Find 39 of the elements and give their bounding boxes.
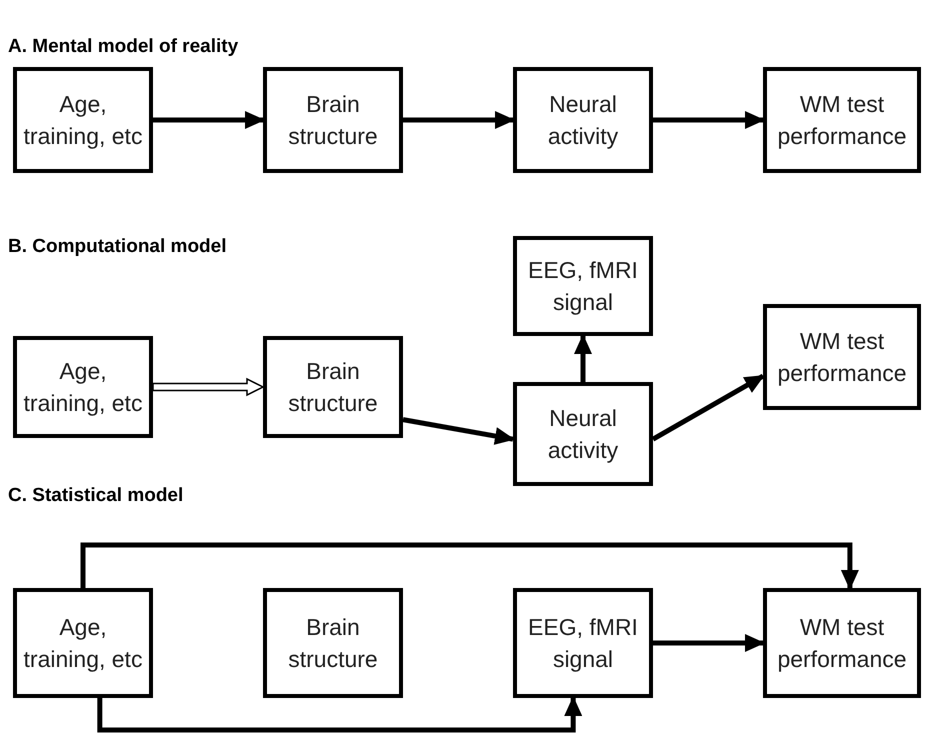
box-label: Age, training, etc (22, 357, 144, 418)
arrow (153, 111, 265, 129)
hollow-arrow (152, 378, 265, 396)
section-heading: A. Mental model of reality (8, 36, 238, 58)
process-box (13, 67, 153, 173)
box-label: Age, training, etc (22, 613, 144, 674)
section-heading: C. Statistical model (8, 485, 184, 507)
arrow (403, 111, 515, 129)
process-box (263, 588, 403, 698)
box-label: Neural activity (546, 404, 620, 465)
box-label: Brain structure (287, 90, 379, 151)
arrow (97, 696, 582, 732)
box-label: EEG, fMRI signal (527, 613, 639, 674)
process-box (763, 67, 921, 173)
section-heading: B. Computational model (8, 236, 226, 258)
process-box (763, 304, 921, 410)
box-label: WM test performance (776, 327, 908, 388)
arrow (653, 111, 765, 129)
box-label: EEG, fMRI signal (527, 256, 639, 317)
arrow (574, 334, 592, 382)
process-box (13, 336, 153, 438)
process-box (513, 588, 653, 698)
arrow (80, 542, 859, 590)
process-box (513, 236, 653, 336)
box-label: Brain structure (287, 613, 379, 674)
box-label: WM test performance (776, 90, 908, 151)
box-label: Brain structure (287, 357, 379, 418)
arrow (652, 374, 765, 442)
process-box (263, 336, 403, 438)
process-box (763, 588, 921, 698)
process-box (513, 67, 653, 173)
arrow (653, 634, 765, 652)
box-label: Neural activity (546, 90, 620, 151)
box-label: WM test performance (776, 613, 908, 674)
process-box (13, 588, 153, 698)
process-box (263, 67, 403, 173)
box-label: Age, training, etc (22, 90, 144, 151)
arrow (402, 417, 515, 445)
process-box (513, 382, 653, 486)
